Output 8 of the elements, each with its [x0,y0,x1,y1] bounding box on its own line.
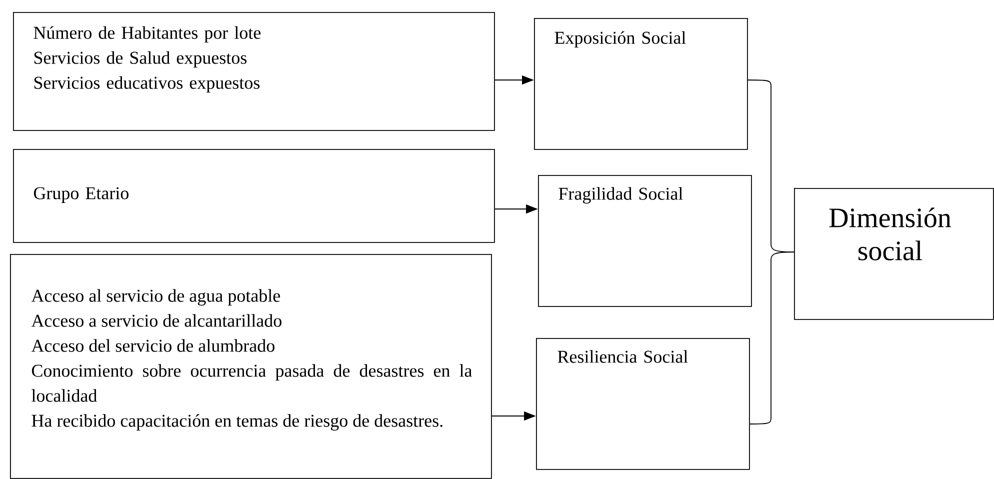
indicator-box: Acceso al servicio de agua potable Acceso a servicio de alcantarillado Acceso del servicio de alumbrado Conocimiento sobre ocurrencia pasada de desastres en la localidad Ha recibido capacitación en temas de riesgo de desastres. [10,254,492,479]
brace-connector [749,252,794,424]
component-box: Exposición Social [534,18,748,150]
dimension-box: Dimensión social [794,188,994,320]
indicator-box: Grupo Etario [13,149,495,243]
component-box: Resiliencia Social [536,338,750,470]
component-box: Fragilidad Social [538,175,752,307]
indicator-box: Número de Habitantes por lote Servicios de Salud expuestos Servicios educativos expuestos [13,12,495,131]
